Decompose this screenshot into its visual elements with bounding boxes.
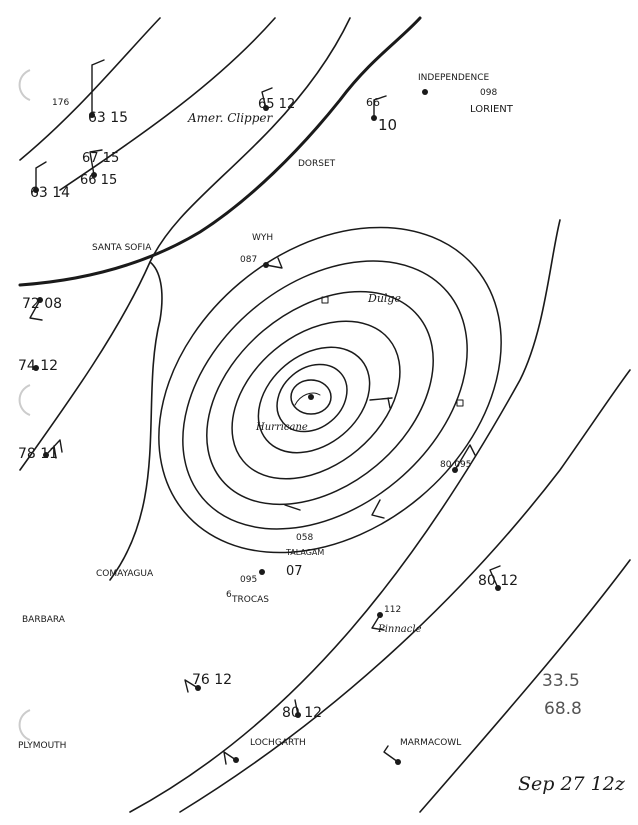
wind-barb bbox=[371, 499, 385, 519]
storm-track bbox=[294, 392, 321, 406]
ship-lochgarth: LOCHGARTH bbox=[250, 738, 306, 748]
isobar-2 bbox=[182, 260, 468, 530]
obs-095: 095 bbox=[240, 575, 257, 585]
wind-barb bbox=[454, 444, 476, 471]
storm-center bbox=[308, 394, 314, 400]
wind-barb bbox=[89, 149, 103, 176]
date-label: Sep 27 12z bbox=[518, 773, 626, 795]
ship-marmacowl: MARMACOWL bbox=[400, 738, 461, 748]
pencil-note-longitude: 68.8 bbox=[544, 699, 582, 719]
wind-barb bbox=[29, 299, 43, 321]
wind-barb bbox=[184, 679, 199, 693]
ship-wyh: WYH bbox=[252, 233, 273, 243]
ship-dulge: Dulge bbox=[367, 292, 401, 305]
obs-74-12: 74 12 bbox=[18, 358, 58, 374]
wind-barb bbox=[294, 699, 299, 716]
wind-barb bbox=[373, 95, 387, 119]
binder-hole bbox=[18, 709, 31, 741]
obs-76-12: 76 12 bbox=[192, 672, 232, 688]
obs-07: 07 bbox=[286, 564, 303, 579]
ship-labels: INDEPENDENCE LORIENT Amer. Clipper DORSE… bbox=[18, 73, 514, 751]
wind-barb bbox=[265, 257, 283, 269]
obs-80-12-east: 80 12 bbox=[478, 573, 518, 589]
ship-amer-clipper: Amer. Clipper bbox=[187, 111, 274, 125]
isobars bbox=[158, 226, 502, 554]
obs-6: 6 bbox=[226, 590, 232, 600]
front-lines bbox=[18, 16, 631, 813]
obs-176: 176 bbox=[52, 98, 69, 108]
plotted-values: 63 15 63 14 67 15 66 15 65 12 66 10 72 0… bbox=[18, 88, 518, 721]
wind-barb bbox=[45, 439, 63, 459]
ship-lorient: LORIENT bbox=[470, 104, 514, 115]
ship-santa-sofia: SANTA SOFIA bbox=[92, 243, 152, 253]
station-dot bbox=[422, 89, 428, 95]
pencil-note-latitude: 33.5 bbox=[542, 671, 580, 691]
obs-66-15: 66 15 bbox=[80, 173, 117, 188]
obs-78-11: 78 11 bbox=[18, 446, 58, 462]
wind-barb bbox=[489, 565, 501, 589]
ship-barbara: BARBARA bbox=[22, 615, 66, 625]
obs-63-15: 63 15 bbox=[88, 110, 128, 126]
obs-058: 058 bbox=[296, 533, 313, 543]
storm-label: Hurricane bbox=[255, 422, 308, 433]
ship-independence: INDEPENDENCE bbox=[418, 73, 489, 83]
obs-66: 66 bbox=[366, 96, 380, 109]
station-square bbox=[456, 399, 464, 407]
isobar-3 bbox=[206, 290, 434, 506]
obs-67-15: 67 15 bbox=[82, 151, 119, 166]
isobar-1 bbox=[158, 226, 502, 554]
front-line-central bbox=[19, 17, 351, 471]
wind-barb bbox=[261, 87, 273, 109]
wind-barb bbox=[91, 59, 105, 116]
wind-barb bbox=[383, 745, 399, 763]
front-line-inner bbox=[109, 261, 163, 581]
wind-barb bbox=[223, 751, 237, 765]
obs-63-14: 63 14 bbox=[30, 185, 70, 201]
wind-barb bbox=[371, 614, 385, 631]
obs-098: 098 bbox=[480, 88, 497, 98]
binder-hole bbox=[18, 69, 31, 101]
station-dot bbox=[259, 569, 265, 575]
obs-72-08: 72 08 bbox=[22, 296, 62, 312]
obs-65-12: 65 12 bbox=[258, 97, 295, 112]
obs-80-12-south: 80 12 bbox=[282, 705, 322, 721]
binder-hole bbox=[18, 384, 31, 416]
front-line-se-3 bbox=[419, 559, 631, 813]
cold-front bbox=[18, 16, 422, 287]
obs-087: 087 bbox=[240, 255, 257, 265]
ship-trocas: TROCAS bbox=[231, 595, 269, 605]
binder-holes bbox=[18, 69, 31, 741]
isobar-7 bbox=[290, 379, 332, 415]
obs-10: 10 bbox=[378, 116, 397, 134]
wind-barbs bbox=[29, 59, 501, 765]
ship-talagam: TALAGAM bbox=[285, 548, 324, 557]
front-line-nw-2 bbox=[59, 17, 276, 191]
isobar-4 bbox=[231, 320, 401, 480]
wind-barb bbox=[35, 161, 47, 191]
annotations: 33.5 68.8 Sep 27 12z bbox=[518, 671, 626, 795]
front-line-nw-1 bbox=[19, 17, 161, 161]
ship-pinnacle: Pinnacle bbox=[377, 624, 422, 635]
station-square bbox=[321, 296, 329, 304]
obs-112: 112 bbox=[384, 605, 401, 615]
wind-barb bbox=[369, 397, 393, 409]
front-line-se-1 bbox=[129, 219, 561, 813]
station-dot bbox=[33, 365, 39, 371]
ship-dorset: DORSET bbox=[298, 159, 336, 169]
ship-plymouth: PLYMOUTH bbox=[18, 741, 66, 751]
isobar-6 bbox=[276, 363, 348, 433]
wind-barb bbox=[284, 504, 301, 511]
obs-80-095: 80 095 bbox=[440, 460, 472, 470]
front-line-se-2 bbox=[179, 369, 631, 813]
isobar-5 bbox=[257, 346, 371, 454]
ship-comayagua: COMAYAGUA bbox=[96, 569, 154, 579]
